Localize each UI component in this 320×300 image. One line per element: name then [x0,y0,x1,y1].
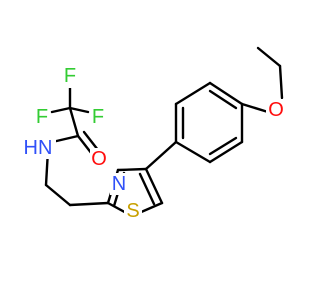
bond-c4-c5-2 [138,172,156,206]
atom-f-left-label: F [36,106,48,128]
bond-c4-phenyl [144,140,178,171]
structure-canvas: F F F O HN N S O [22,46,286,222]
atom-n-ring-label: N [112,173,126,195]
bond-cf3-carbonyl [68,106,80,138]
atom-n-ring: N [110,173,128,195]
bond-ph-6 [174,140,212,164]
atom-f-right: F [90,106,106,128]
bond-carbonyl-o-2 [82,130,100,152]
atom-o-carbonyl-label: O [91,148,107,170]
bond-o-ch2 [278,64,284,100]
atom-f-right-label: F [92,106,104,128]
molecule-diagram: F F F O HN N S O [22,46,286,222]
bonds [44,46,284,218]
atom-s-ring: S [124,200,142,222]
bond-ph-5 [208,140,244,164]
atom-s-ring-label: S [126,200,139,222]
atom-labels: F F F O HN N S O [22,65,286,222]
bond-ph-2 [174,81,212,106]
atom-nh: HN [22,137,56,159]
bond-ch2-thiazole [68,201,110,207]
atom-o-ether: O [266,99,286,121]
atom-f-top-label: F [64,65,76,87]
bond-ph-5-inner [208,136,238,156]
bond-ph-3-inner [208,89,238,110]
bond-c-f-right [68,106,90,114]
bond-ch2-ch2 [44,183,72,207]
bond-ph-o [240,102,270,114]
atom-f-left: F [34,106,50,128]
atom-f-top: F [62,65,78,88]
bond-carbonyl-o-1 [76,134,94,156]
bond-ch2-ch3 [256,46,282,68]
atom-nh-label: HN [24,137,53,159]
bond-c-f-left [50,106,72,114]
atom-o-carbonyl: O [90,148,108,170]
bond-ph-3 [208,81,244,106]
atom-o-ether-label: O [268,99,284,121]
bond-c4-c5-1 [144,167,164,205]
bond-n3-c4 [116,167,148,172]
